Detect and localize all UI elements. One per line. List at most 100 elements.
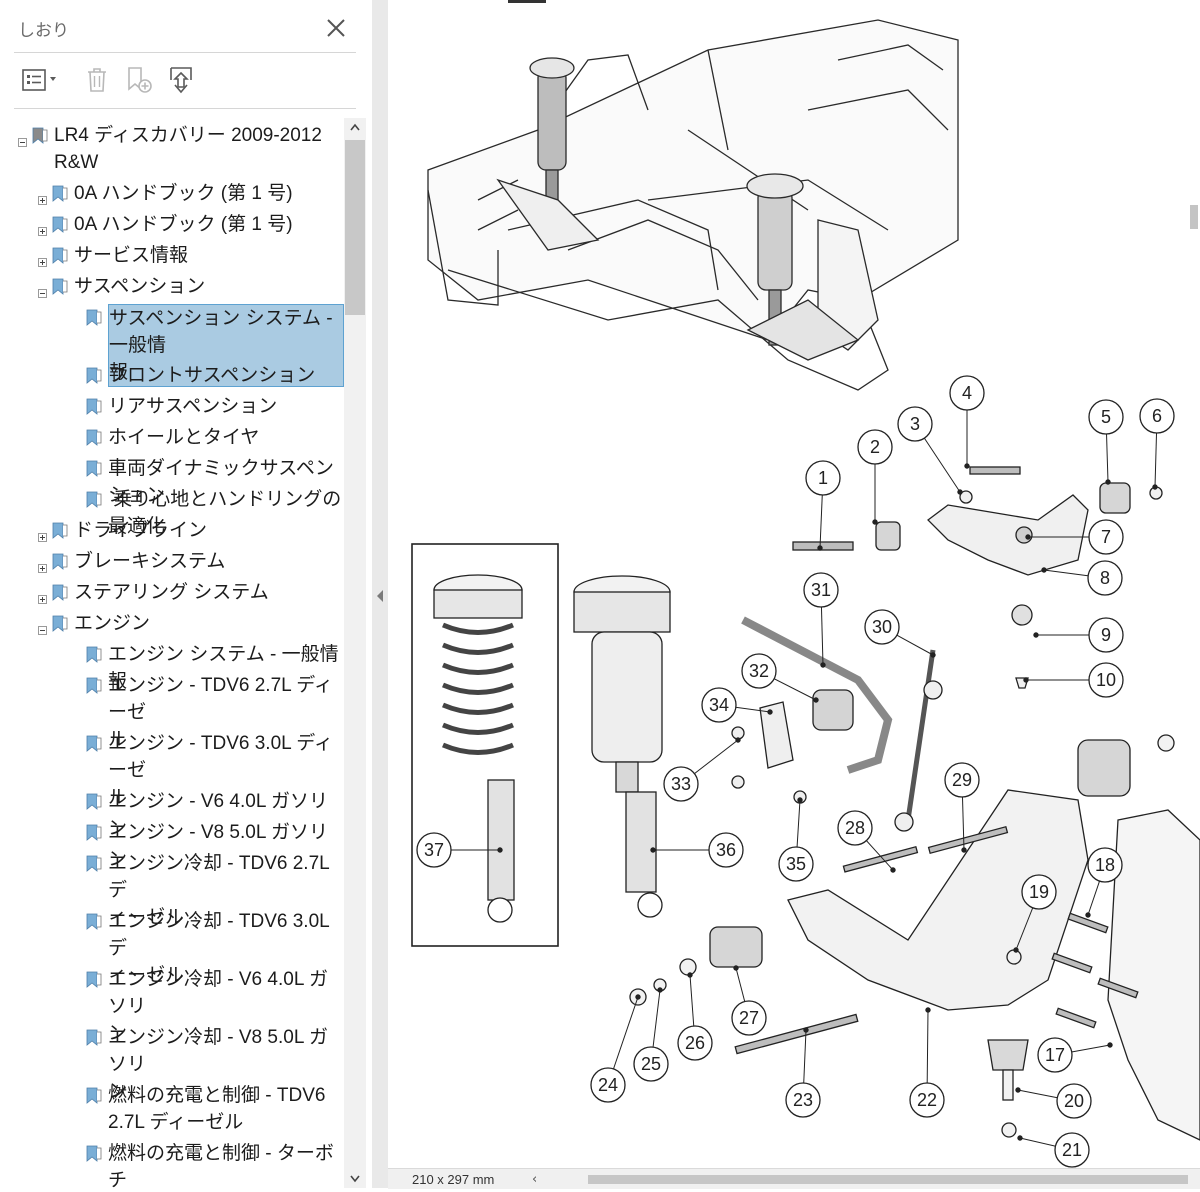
tree-item[interactable]: フロントサスペンション [0, 362, 344, 393]
collapse-arrow-icon[interactable] [376, 588, 384, 602]
tree-item[interactable]: サスペンション [0, 273, 344, 304]
tree-item-label: サービス情報 [74, 245, 189, 266]
chassis-illustration [427, 19, 959, 391]
callout-circle [1088, 519, 1124, 555]
collapse-icon[interactable] [18, 132, 27, 147]
tree-item[interactable]: エンジン [0, 610, 344, 641]
add-bookmark-icon[interactable] [122, 62, 156, 98]
callout-number: 28 [845, 818, 865, 838]
callout-leader-dot [1085, 912, 1091, 918]
tree-item[interactable]: ドライブライン [0, 517, 344, 548]
expand-icon[interactable] [38, 527, 47, 542]
tree-item[interactable]: 乗り心地とハンドリングの最適化 [0, 486, 344, 537]
callout-marker: 26 [677, 1025, 713, 1061]
stabilizer-bar-parts [731, 616, 943, 832]
tree-item-label: エンジン冷却 - TDV6 2.7L デ ィーゼル [108, 853, 330, 928]
callout-marker: 30 [864, 609, 900, 645]
tree-item-label: エンジン - TDV6 2.7L ディーゼ ル [108, 675, 333, 750]
callout-circle [909, 1082, 945, 1118]
document-scrollbar-thumb[interactable] [1190, 205, 1198, 229]
callout-number: 24 [598, 1075, 618, 1095]
expand-icon[interactable] [38, 589, 47, 604]
callout-circle [590, 1067, 626, 1103]
expand-icon[interactable] [38, 190, 47, 205]
callout-circle [864, 609, 900, 645]
expand-icon[interactable] [38, 221, 47, 236]
tree-item-label: フロントサスペンション [108, 365, 316, 386]
tree-item-label: エンジン [74, 613, 151, 634]
callout-marker: 5 [1088, 399, 1124, 435]
status-bar: 210 x 297 mm ‹ [388, 1168, 1200, 1189]
callout-marker: 6 [1139, 398, 1175, 434]
tree-item-label: サスペンション システム - 一般情 報 [108, 304, 344, 387]
callout-number: 6 [1152, 406, 1162, 426]
bookmark-icon [84, 397, 104, 417]
callout-circle [785, 1082, 821, 1118]
tree-item[interactable]: エンジン システム - 一般情報 [0, 641, 344, 692]
tree-item[interactable]: エンジン - V6 4.0L ガソリン [0, 788, 344, 839]
tree-item[interactable]: エンジン - V8 5.0L ガソリン [0, 819, 344, 870]
callout-leader-dot [1023, 677, 1029, 683]
tree-item[interactable]: 燃料の充電と制御 - TDV6 2.7L ディーゼル [0, 1082, 344, 1140]
callout-leader-dot [1152, 484, 1158, 490]
tree-item[interactable]: リアサスペンション [0, 393, 344, 424]
tree-item[interactable]: エンジン - TDV6 3.0L ディーゼ ル [0, 730, 344, 808]
tree-item-label: エンジン冷却 - V6 4.0L ガソリ ン [108, 969, 328, 1044]
callout-leader-dot [657, 987, 663, 993]
trash-icon[interactable] [82, 62, 112, 98]
scroll-left-icon[interactable]: ‹ [532, 1172, 538, 1187]
callout-leader-dot [1107, 1042, 1113, 1048]
callout-marker: 22 [909, 1082, 945, 1118]
tree-item[interactable]: ブレーキシステム [0, 548, 344, 579]
expand-icon[interactable] [38, 558, 47, 573]
tree-item[interactable]: 車両ダイナミックサスペンション [0, 455, 344, 506]
tree-item[interactable]: エンジン冷却 - TDV6 3.0L デ ィーゼル [0, 908, 344, 986]
scroll-down-icon[interactable] [344, 1170, 366, 1188]
collapse-icon[interactable] [38, 620, 47, 635]
list-options-icon[interactable] [18, 62, 62, 98]
panel-splitter[interactable] [372, 0, 388, 1188]
tree-item[interactable]: サスペンション システム - 一般情 報 [0, 304, 344, 387]
tree-item[interactable]: 0A ハンドブック (第 1 号) [0, 211, 344, 242]
tree-item[interactable]: 0A ハンドブック (第 1 号) [0, 180, 344, 211]
tree-item[interactable]: 燃料の充電と制御 - ターボチ [0, 1140, 344, 1188]
tree-item[interactable]: エンジン冷却 - V8 5.0L ガソリ ン [0, 1024, 344, 1102]
callout-circle [1021, 874, 1057, 910]
tree-item[interactable]: エンジン冷却 - TDV6 2.7L デ ィーゼル [0, 850, 344, 928]
scroll-up-icon[interactable] [344, 118, 366, 138]
coil-spring-strut [433, 574, 523, 923]
close-icon[interactable] [322, 14, 350, 42]
callout-number: 1 [818, 468, 828, 488]
callout-leader-dot [1041, 567, 1047, 573]
collapse-icon[interactable] [38, 283, 47, 298]
callout-marker: 29 [944, 762, 980, 798]
tree-item[interactable]: ホイールとタイヤ [0, 424, 344, 455]
tree-item[interactable]: エンジン - TDV6 2.7L ディーゼ ル [0, 672, 344, 750]
bookmark-icon [50, 552, 70, 572]
find-current-bookmark-icon[interactable] [164, 62, 198, 98]
callout-marker: 17 [1037, 1037, 1073, 1073]
callout-number: 17 [1045, 1045, 1065, 1065]
callout-number: 36 [716, 840, 736, 860]
tree-item[interactable]: ステアリング システム [0, 579, 344, 610]
tree-item[interactable]: サービス情報 [0, 242, 344, 273]
tree-item[interactable]: LR4 ディスカバリー 2009-2012 R&W [0, 122, 344, 180]
callout-marker: 23 [785, 1082, 821, 1118]
callout-circle [701, 687, 737, 723]
tree-item[interactable]: エンジン冷却 - V6 4.0L ガソリ ン [0, 966, 344, 1044]
callout-circle [1054, 1132, 1090, 1168]
expand-icon[interactable] [38, 252, 47, 267]
callout-number: 35 [786, 854, 806, 874]
callout-number: 18 [1095, 855, 1115, 875]
callout-circle [949, 375, 985, 411]
upper-arm-parts [792, 466, 1163, 689]
bookmark-icon [84, 366, 104, 386]
tree-item-label: 0A ハンドブック (第 1 号) [74, 214, 293, 235]
callout-leader-dot [650, 847, 656, 853]
callout-leader-dot [1025, 534, 1031, 540]
callout-leader-dot [1017, 1135, 1023, 1141]
scrollbar-thumb[interactable] [345, 140, 365, 315]
sidebar-scrollbar[interactable] [344, 118, 366, 1188]
callout-marker: 37 [416, 832, 452, 868]
horizontal-scrollbar-thumb[interactable] [588, 1175, 1188, 1184]
